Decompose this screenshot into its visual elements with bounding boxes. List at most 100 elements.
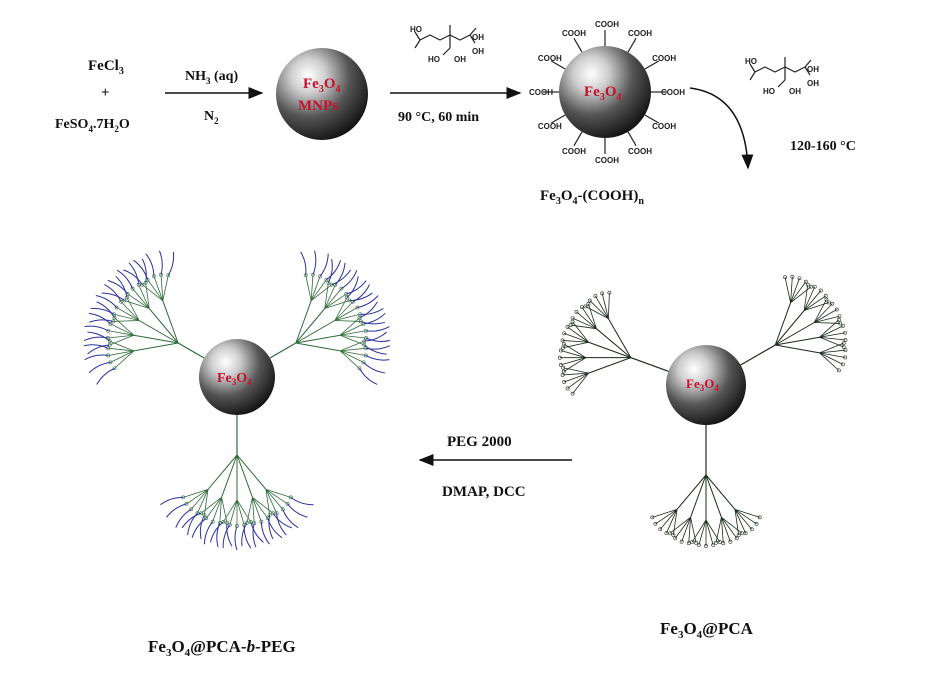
dendrimer-bond [265,489,271,516]
terminal-group [812,284,817,289]
cooh-group-label: COOH [628,29,652,38]
dendrimer-bond [659,509,678,530]
citric-acid-structure-1: HO OH OH HO OH [410,25,484,64]
terminal-group [686,541,691,546]
dendrimer-bond [124,300,150,309]
dendrimer-bond [630,357,669,372]
dendrimer-bond [340,334,365,346]
dendrimer-bond [588,341,631,359]
peg-chain [133,259,149,280]
dendrimer-bond [340,323,364,336]
terminal-group [757,515,762,520]
dendrimer-bond [721,516,743,534]
terminal-group [362,343,367,347]
dendrimer-bond [819,336,844,348]
cooh-group-label: COOH [661,88,685,97]
step3-arrow-group: 120-160 °C [689,87,856,170]
dendrimer-bond [113,313,140,321]
cooh-group-label: COOH [538,122,562,131]
cooh-arms: COOHCOOHCOOHCOOHCOOHCOOHCOOHCOOHCOOHCOOH… [529,20,685,165]
terminal-group [561,341,566,346]
cooh-group-label: COOH [538,54,562,63]
dendrimer-bond [107,334,134,339]
peg-chain [352,284,371,303]
peg-chain [95,295,117,308]
terminal-group [561,369,566,374]
dendrimer-bond [705,474,736,510]
svg-text:OH: OH [472,47,484,56]
dendrimer-bond [589,300,609,319]
dendrimer-bond [819,349,846,354]
dendrimer-bond [721,517,724,544]
peg-core-label: Fe3O4 [217,371,252,387]
terminal-group [210,519,215,524]
step4-bottom-label: DMAP, DCC [442,484,526,500]
terminal-group [345,295,349,300]
dendrimer-bond [153,276,164,301]
dendrimer-bond [265,489,288,505]
terminal-group [557,355,562,360]
terminal-group [671,533,676,538]
dendrimer-bond [212,497,222,522]
dendrimer-bond [570,324,597,330]
dendrimer-bond [295,342,341,352]
dendrimer-bond [790,276,793,303]
terminal-group [357,366,362,371]
terminal-group [711,543,716,547]
dendrimer-bond [607,318,632,358]
peg-chain [87,344,110,355]
cooh-bond [644,114,659,124]
peg-chain [128,262,140,285]
dendrimer-bond [790,281,807,303]
dendrimer-bond [305,275,312,301]
dendrimer-bond [819,332,846,338]
dendrimer-bond [148,308,179,344]
terminal-group [841,345,846,349]
dendrimer-bond [655,509,678,525]
peg-chain [83,336,109,341]
dendrimer-bond [734,509,760,518]
peg-chain [365,326,390,332]
cooh-group-label: COOH [529,88,553,97]
peg-chain [199,514,205,540]
terminal-group [364,336,368,340]
peg-chain [327,258,333,283]
peg-chain [226,522,233,547]
terminal-group [587,298,592,303]
step2-condition: 90 °C, 60 min [398,110,479,125]
peg-chain [158,250,163,275]
terminal-group [318,274,322,279]
dendrimer-bond [324,300,350,309]
dendrimer-bond [219,497,222,524]
dendrimer-bond [203,489,209,516]
dendrimer-bond [340,350,364,363]
dendrimer-bond [691,519,707,543]
dendrimer-bond [324,293,347,309]
svg-text:OH: OH [807,65,819,74]
cooh-core-label: Fe3O4 [584,84,622,103]
dendrimer-bond [803,286,816,311]
peg-chain [167,251,175,276]
cooh-group-label: COOH [652,54,676,63]
svg-text:OH: OH [807,79,819,88]
fecl3-label: FeCl3 [88,58,124,77]
pca-dendrimer-shell [557,274,848,548]
cooh-group-label: COOH [562,29,586,38]
terminal-group [112,312,116,317]
dendrimer-bond [116,307,140,321]
dendrimer-bond [265,489,291,498]
terminal-group [574,310,579,314]
terminal-group [583,304,588,309]
terminal-group [824,297,829,302]
peg-chain [160,496,184,506]
dendrimer-bond [221,497,228,523]
terminal-group [664,531,669,536]
dendrimer-bond [790,286,812,304]
peg-chain [234,525,238,551]
peg-chain [252,523,257,548]
step1-bottom-label: N2 [204,109,219,126]
fe3o4-pca-b-peg-particle: Fe3O4 Fe3O4@PCA-b-PEG [83,250,391,659]
dendrimer-bond [127,293,150,309]
dendrimer-bond [252,496,274,514]
dendrimer-bond [775,344,820,354]
